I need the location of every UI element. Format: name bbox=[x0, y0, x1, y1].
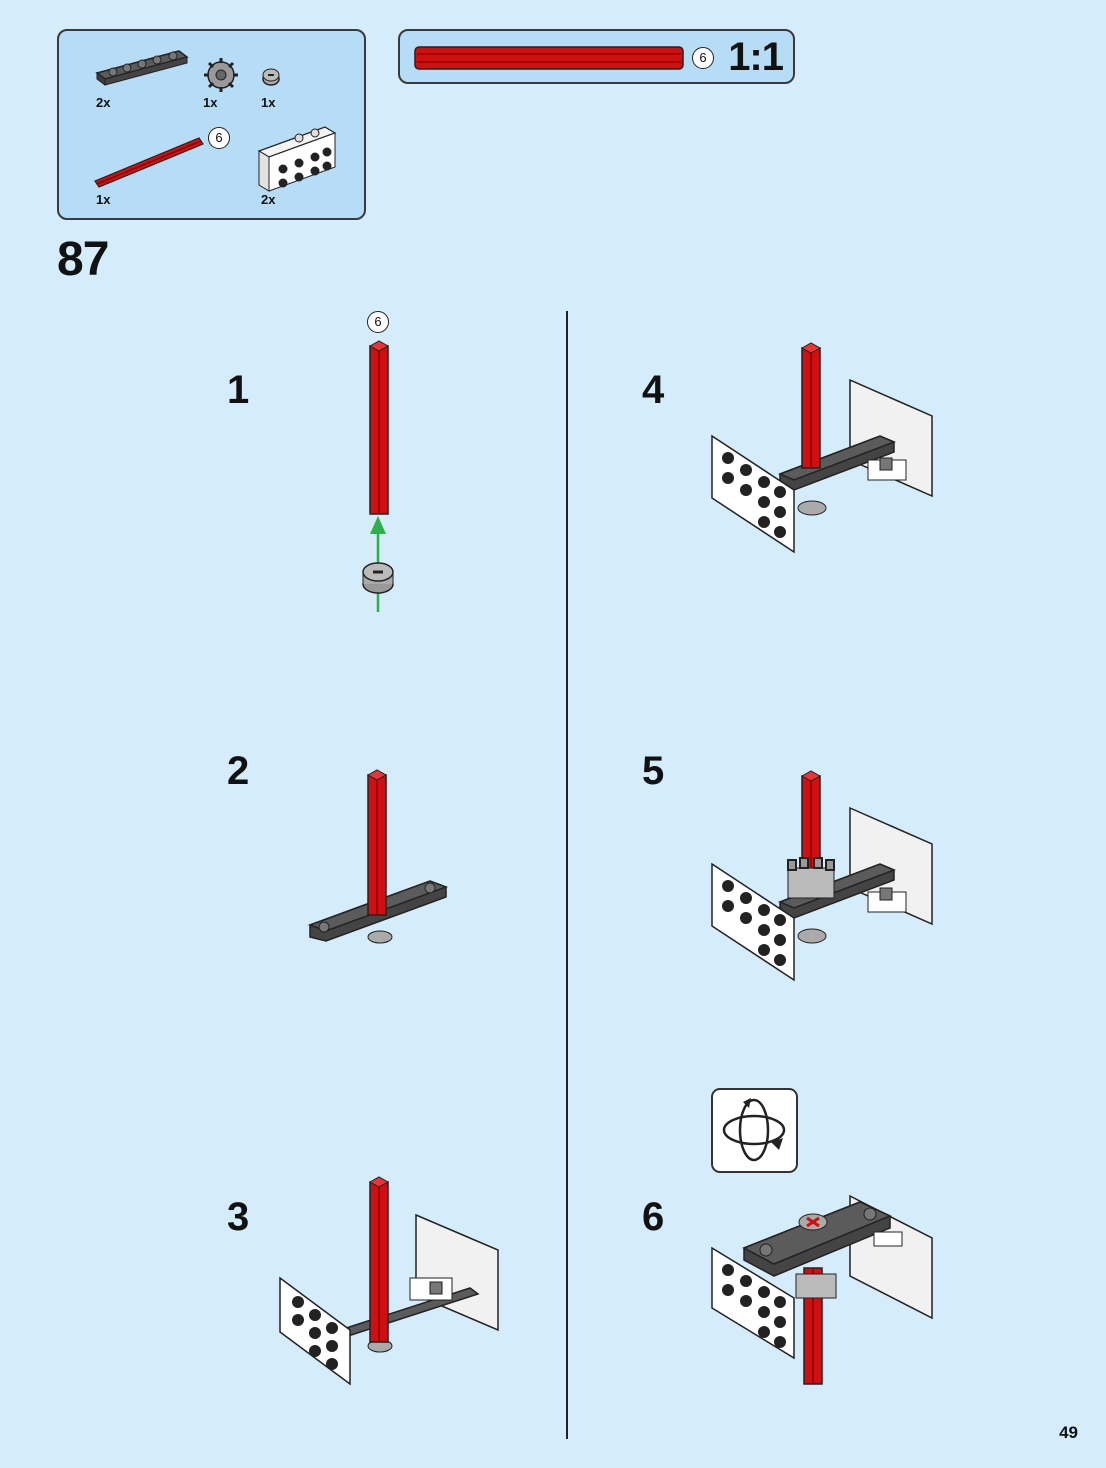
column-divider bbox=[566, 311, 568, 1439]
part-qty: 1x bbox=[96, 192, 111, 207]
bush-part-icon bbox=[262, 68, 280, 86]
substep-5-drawing bbox=[711, 770, 933, 982]
gear-part-icon bbox=[795, 1273, 837, 1299]
substep-number: 5 bbox=[642, 749, 665, 793]
axle-length-label: 6 bbox=[692, 47, 714, 69]
substep-number: 6 bbox=[642, 1195, 665, 1239]
part-qty: 1x bbox=[203, 95, 218, 110]
page-number: 49 bbox=[1059, 1423, 1078, 1442]
rotate-model-icon bbox=[711, 1088, 798, 1173]
part-qty: 1x bbox=[261, 95, 276, 110]
parts-list-panel: 2x 1x 1x 1x 2x 6 bbox=[57, 29, 366, 220]
axle-scale-drawing bbox=[414, 46, 684, 70]
scale-indicator: 6 1:1 bbox=[398, 29, 795, 84]
substep-3-drawing bbox=[279, 1176, 499, 1386]
substep-2-drawing bbox=[307, 769, 449, 944]
step-number: 87 bbox=[57, 233, 109, 286]
up-arrow-icon bbox=[370, 516, 386, 534]
substep-number: 4 bbox=[642, 368, 665, 412]
part-qty: 2x bbox=[261, 192, 276, 207]
substep-number: 1 bbox=[227, 368, 250, 412]
substep-number: 3 bbox=[227, 1195, 250, 1239]
bracket-part-icon bbox=[257, 126, 337, 192]
gear-part-icon bbox=[204, 58, 238, 92]
substep-6-drawing bbox=[711, 1194, 933, 1385]
gear-part-icon bbox=[787, 857, 835, 899]
axle-part-icon bbox=[94, 137, 204, 188]
part-qty: 2x bbox=[96, 95, 111, 110]
scale-label: 1:1 bbox=[728, 35, 784, 79]
substep-1-drawing bbox=[362, 340, 394, 612]
substep-4-drawing bbox=[711, 342, 933, 554]
rotate-arrows-icon bbox=[722, 1098, 786, 1162]
parts-list-drawings bbox=[94, 50, 337, 192]
substep-number: 2 bbox=[227, 749, 250, 793]
axle-length-label: 6 bbox=[208, 127, 230, 149]
axle-length-label: 6 bbox=[367, 311, 389, 333]
bush-part-icon bbox=[362, 562, 394, 594]
plate-part-icon bbox=[95, 50, 189, 86]
